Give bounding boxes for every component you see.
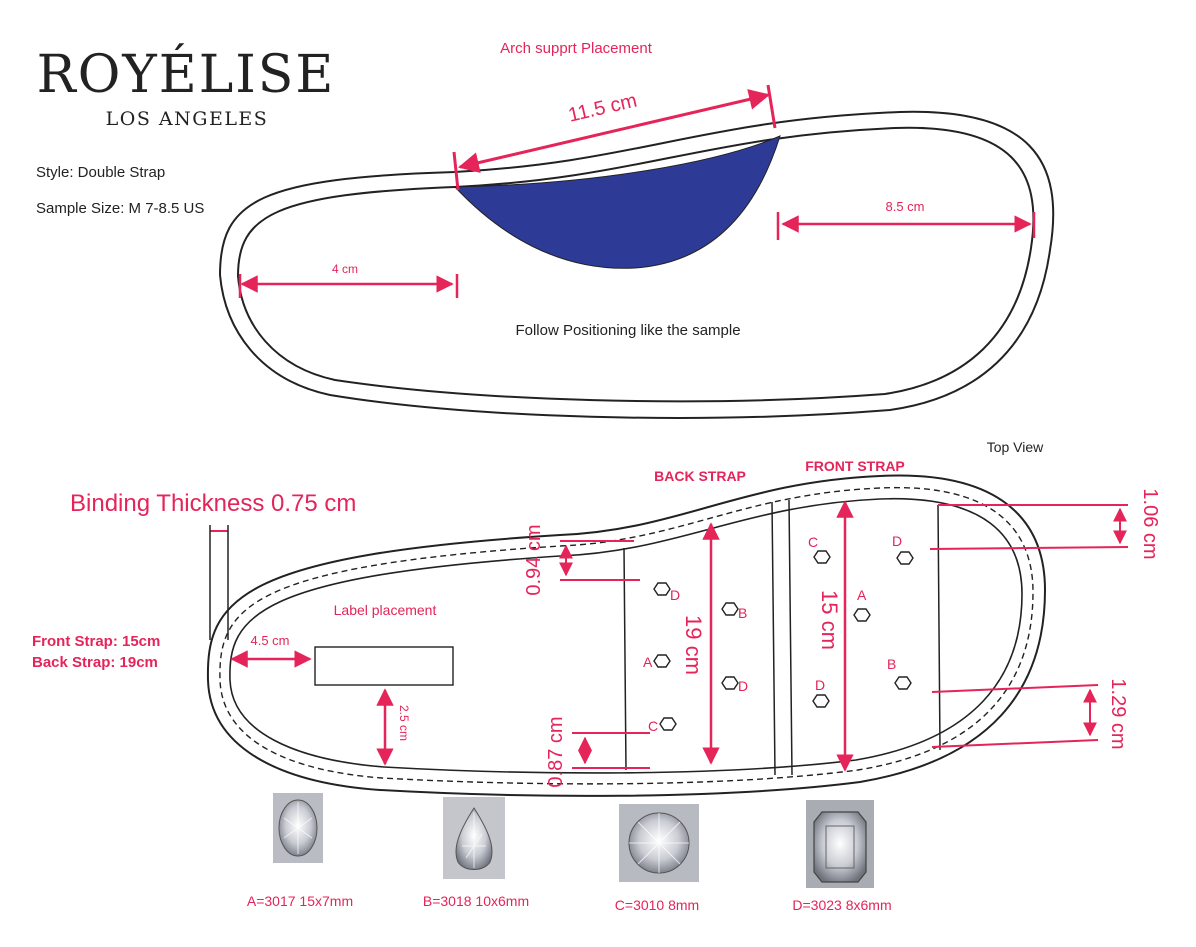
sole-stitch-line xyxy=(219,486,1034,785)
top-view-label: Top View xyxy=(987,439,1044,455)
back-strap-line-left xyxy=(623,547,627,771)
dim-front-top-ext2 xyxy=(929,546,1129,550)
dim-front-bot-ext2 xyxy=(931,739,1099,748)
dim-arch-line xyxy=(457,89,771,173)
dim-label-x-text: 4.5 cm xyxy=(250,633,289,648)
stone-a-facets xyxy=(283,802,313,854)
letter-front-a: A xyxy=(857,587,867,603)
binding-thickness-label: Binding Thickness 0.75 cm xyxy=(70,490,356,517)
stone-photo-a xyxy=(273,793,323,863)
positioning-note: Follow Positioning like the sample xyxy=(515,322,740,339)
marker-back-d2 xyxy=(721,676,739,690)
letter-back-a: A xyxy=(643,654,653,670)
stone-d-table xyxy=(825,825,855,869)
letter-back-d1: D xyxy=(670,587,680,603)
sole-outline-outer xyxy=(206,474,1047,797)
stone-b-facets xyxy=(462,812,486,868)
dim-front-bot-ext1 xyxy=(931,684,1099,693)
dim-heel-label: 4 cm xyxy=(332,262,358,276)
marker-front-c xyxy=(813,550,831,564)
dim-arch-tick-right xyxy=(766,84,777,129)
marker-front-d2 xyxy=(812,694,830,708)
dim-back-bot-text: 0.87 cm xyxy=(545,716,567,787)
stone-photo-b xyxy=(443,797,505,879)
letter-back-d2: D xyxy=(738,678,748,694)
stone-photo-d xyxy=(806,800,874,888)
letter-back-b: B xyxy=(738,605,747,621)
dim-back-top-text: 0.94 cm xyxy=(523,524,545,595)
arch-support-title: Arch supprt Placement xyxy=(500,40,653,57)
marker-back-b xyxy=(721,602,739,616)
dim-front-top-text: 1.06 cm xyxy=(1139,488,1161,559)
brand-location: LOS ANGELES xyxy=(106,108,269,130)
stone-caption-c: C=3010 8mm xyxy=(615,897,699,913)
marker-front-a xyxy=(853,608,871,622)
front-strap-line-left xyxy=(788,499,793,776)
front-strap-line-right xyxy=(937,504,941,751)
back-strap-spec: Back Strap: 19cm xyxy=(32,654,158,671)
marker-back-c xyxy=(659,717,677,731)
label-placement-title: Label placement xyxy=(334,602,437,618)
insole-outline-outer xyxy=(218,110,1055,419)
dim-back-len-text: 19 cm xyxy=(681,615,706,675)
front-strap-title: FRONT STRAP xyxy=(805,458,905,474)
marker-back-d1 xyxy=(653,582,671,596)
stone-markers xyxy=(653,550,914,731)
letter-front-d1: D xyxy=(892,533,902,549)
label-placement-box xyxy=(314,646,454,686)
stone-d-gem xyxy=(813,811,867,883)
letter-front-b: B xyxy=(887,656,896,672)
dim-arch-label: 11.5 cm xyxy=(566,90,639,127)
stone-photo-c xyxy=(619,804,699,882)
dim-arch-tick-left xyxy=(452,151,460,191)
dim-toe-label: 8.5 cm xyxy=(885,199,924,214)
back-strap-line-right xyxy=(771,501,776,776)
marker-front-d1 xyxy=(896,551,914,565)
marker-front-b xyxy=(894,676,912,690)
dim-front-len-text: 15 cm xyxy=(817,590,842,650)
dim-front-bot-text: 1.29 cm xyxy=(1107,678,1129,749)
brand-logo: ROYÉLISE xyxy=(37,43,336,105)
stone-caption-a: A=3017 15x7mm xyxy=(247,893,353,909)
sample-size-label: Sample Size: M 7-8.5 US xyxy=(36,200,204,217)
stone-marker-letters: D B A D C C D A B D xyxy=(643,533,902,734)
style-label: Style: Double Strap xyxy=(36,164,165,181)
insole-outline-inner xyxy=(236,126,1035,403)
letter-front-c: C xyxy=(808,534,818,550)
dim-label-y-text: 2.5 cm xyxy=(397,705,411,741)
letter-back-c: C xyxy=(648,718,658,734)
stone-c-facets xyxy=(629,813,689,873)
stone-caption-d: D=3023 8x6mm xyxy=(792,897,891,913)
stone-caption-b: B=3018 10x6mm xyxy=(423,893,529,909)
marker-back-a xyxy=(653,654,671,668)
letter-front-d2: D xyxy=(815,677,825,693)
front-strap-spec: Front Strap: 15cm xyxy=(32,633,160,650)
back-strap-title: BACK STRAP xyxy=(654,468,746,484)
